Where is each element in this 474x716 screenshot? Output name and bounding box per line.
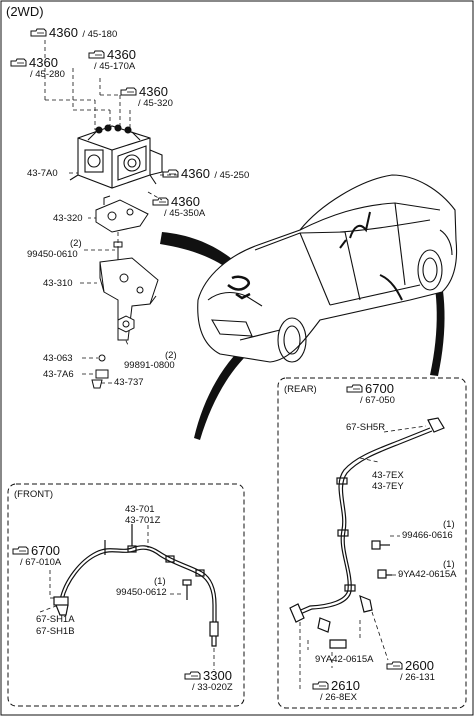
part-label-99891-0800: 99891-0800 [124, 360, 175, 371]
front-section-frame [7, 483, 245, 707]
part-label-67-SH5R: 67-SH5R [346, 422, 386, 433]
part-label-43-7A0: 43-7A0 [27, 168, 58, 179]
ref-callout-4360-45-350A[interactable]: 4360 / 45-350A [152, 194, 206, 220]
ref-callout-6700-67-050[interactable]: 6700 / 67-050 [346, 381, 395, 407]
ref-code: 2600 [405, 658, 434, 673]
part-label-43-7EY: 43-7EY [372, 481, 404, 492]
front-section-title: (FRONT) [14, 489, 54, 500]
pointing-hand-icon [10, 58, 27, 68]
upper-bracket [95, 195, 149, 233]
ref-code: 4360 [49, 25, 78, 40]
ref-page: / 26-131 [400, 672, 435, 683]
part-43-7A6 [95, 369, 109, 379]
qty-label: (1) [443, 519, 455, 530]
ref-page: / 45-280 [30, 69, 65, 80]
part-label-43-063: 43-063 [43, 353, 73, 364]
ref-code: 6700 [31, 543, 60, 558]
ref-callout-4360-45-320[interactable]: 4360 / 45-320 [120, 84, 173, 110]
qty-label: (2) [165, 350, 177, 361]
pointing-hand-icon [312, 681, 329, 691]
pointing-hand-icon [152, 197, 169, 207]
ref-code: 3300 [203, 668, 232, 683]
engine-bay-harness [227, 275, 251, 300]
part-43-737 [91, 379, 103, 389]
ref-code: 4360 [171, 194, 200, 209]
ref-page: / 26-8EX [320, 692, 357, 703]
part-label-67-SH1A: 67-SH1A [36, 614, 75, 625]
abs-unit [69, 124, 163, 189]
part-label-43-701Z: 43-701Z [125, 515, 161, 526]
qty-label: (2) [70, 238, 82, 249]
part-label-43-737: 43-737 [114, 377, 144, 388]
part-label-43-320: 43-320 [53, 213, 83, 224]
front-leader-lines [39, 525, 215, 670]
vehicle-rear-harness [339, 211, 403, 301]
ref-code: 4360 [29, 55, 58, 70]
pointer-to-abs [160, 232, 238, 272]
variant-label: (2WD) [6, 4, 44, 19]
rear-section-title: (REAR) [284, 384, 317, 395]
ref-page: / 67-050 [360, 395, 395, 406]
rear-section-frame [277, 377, 467, 709]
part-label-43-7EX: 43-7EX [372, 470, 404, 481]
ref-page: / 45-350A [164, 208, 206, 219]
ref-page: / 33-020Z [192, 682, 233, 693]
ref-callout-3300-33-020Z[interactable]: 3300 / 33-020Z [184, 668, 233, 694]
ref-page: / 45-250 [214, 170, 250, 181]
part-label-67-SH1B: 67-SH1B [36, 626, 75, 637]
pointing-hand-icon [346, 384, 363, 394]
part-label-9YA42-0615A-right: 9YA42-0615A [398, 569, 457, 580]
ref-callout-4360-45-250[interactable]: 4360 / 45-250 [162, 166, 250, 182]
ref-code: 2610 [331, 678, 360, 693]
vehicle-outline [197, 174, 458, 363]
part-label-43-310: 43-310 [43, 278, 73, 289]
pointing-hand-icon [184, 671, 201, 681]
part-label-99450-0610: 99450-0610 [27, 249, 78, 260]
ref-code: 4360 [181, 166, 210, 181]
pointing-hand-icon [88, 50, 105, 60]
ref-callout-4360-45-170A[interactable]: 4360 / 45-170A [88, 47, 136, 73]
ref-callout-6700-67-010A[interactable]: 6700 / 67-010A [12, 543, 62, 569]
qty-label: (1) [154, 576, 166, 587]
part-43-063 [98, 354, 106, 362]
ref-code: 4360 [107, 47, 136, 62]
ref-callout-4360-45-280[interactable]: 4360 / 45-280 [10, 55, 65, 81]
pointing-hand-icon [12, 546, 29, 556]
pointing-hand-icon [386, 661, 403, 671]
nut-99891-0800 [117, 315, 135, 333]
front-wheel-speed-sensor [53, 524, 219, 647]
ref-page: / 45-320 [138, 98, 173, 109]
ref-page: / 45-170A [94, 61, 136, 72]
rear-wheel-speed-sensor [289, 417, 445, 649]
ref-page: / 45-180 [82, 29, 118, 40]
part-label-43-701: 43-701 [125, 504, 155, 515]
ref-callout-2600-26-131[interactable]: 2600 / 26-131 [386, 658, 435, 684]
part-label-43-7A6: 43-7A6 [43, 369, 74, 380]
ref-page: / 67-010A [20, 557, 62, 568]
part-label-99450-0612: 99450-0612 [116, 587, 167, 598]
qty-label: (1) [443, 559, 455, 570]
ref-code: 4360 [139, 84, 168, 99]
rear-leader-lines [299, 425, 427, 690]
ref-callout-2610-26-8EX[interactable]: 2610 / 26-8EX [312, 678, 360, 704]
pointing-hand-icon [30, 28, 47, 38]
part-label-9YA42-0615A-left: 9YA42-0615A [315, 654, 374, 665]
ref-code: 6700 [365, 381, 394, 396]
part-label-99466-0616: 99466-0616 [402, 530, 453, 541]
ref-callout-4360-45-180[interactable]: 4360 / 45-180 [30, 25, 118, 41]
pointing-hand-icon [162, 169, 179, 179]
pointing-hand-icon [120, 87, 137, 97]
